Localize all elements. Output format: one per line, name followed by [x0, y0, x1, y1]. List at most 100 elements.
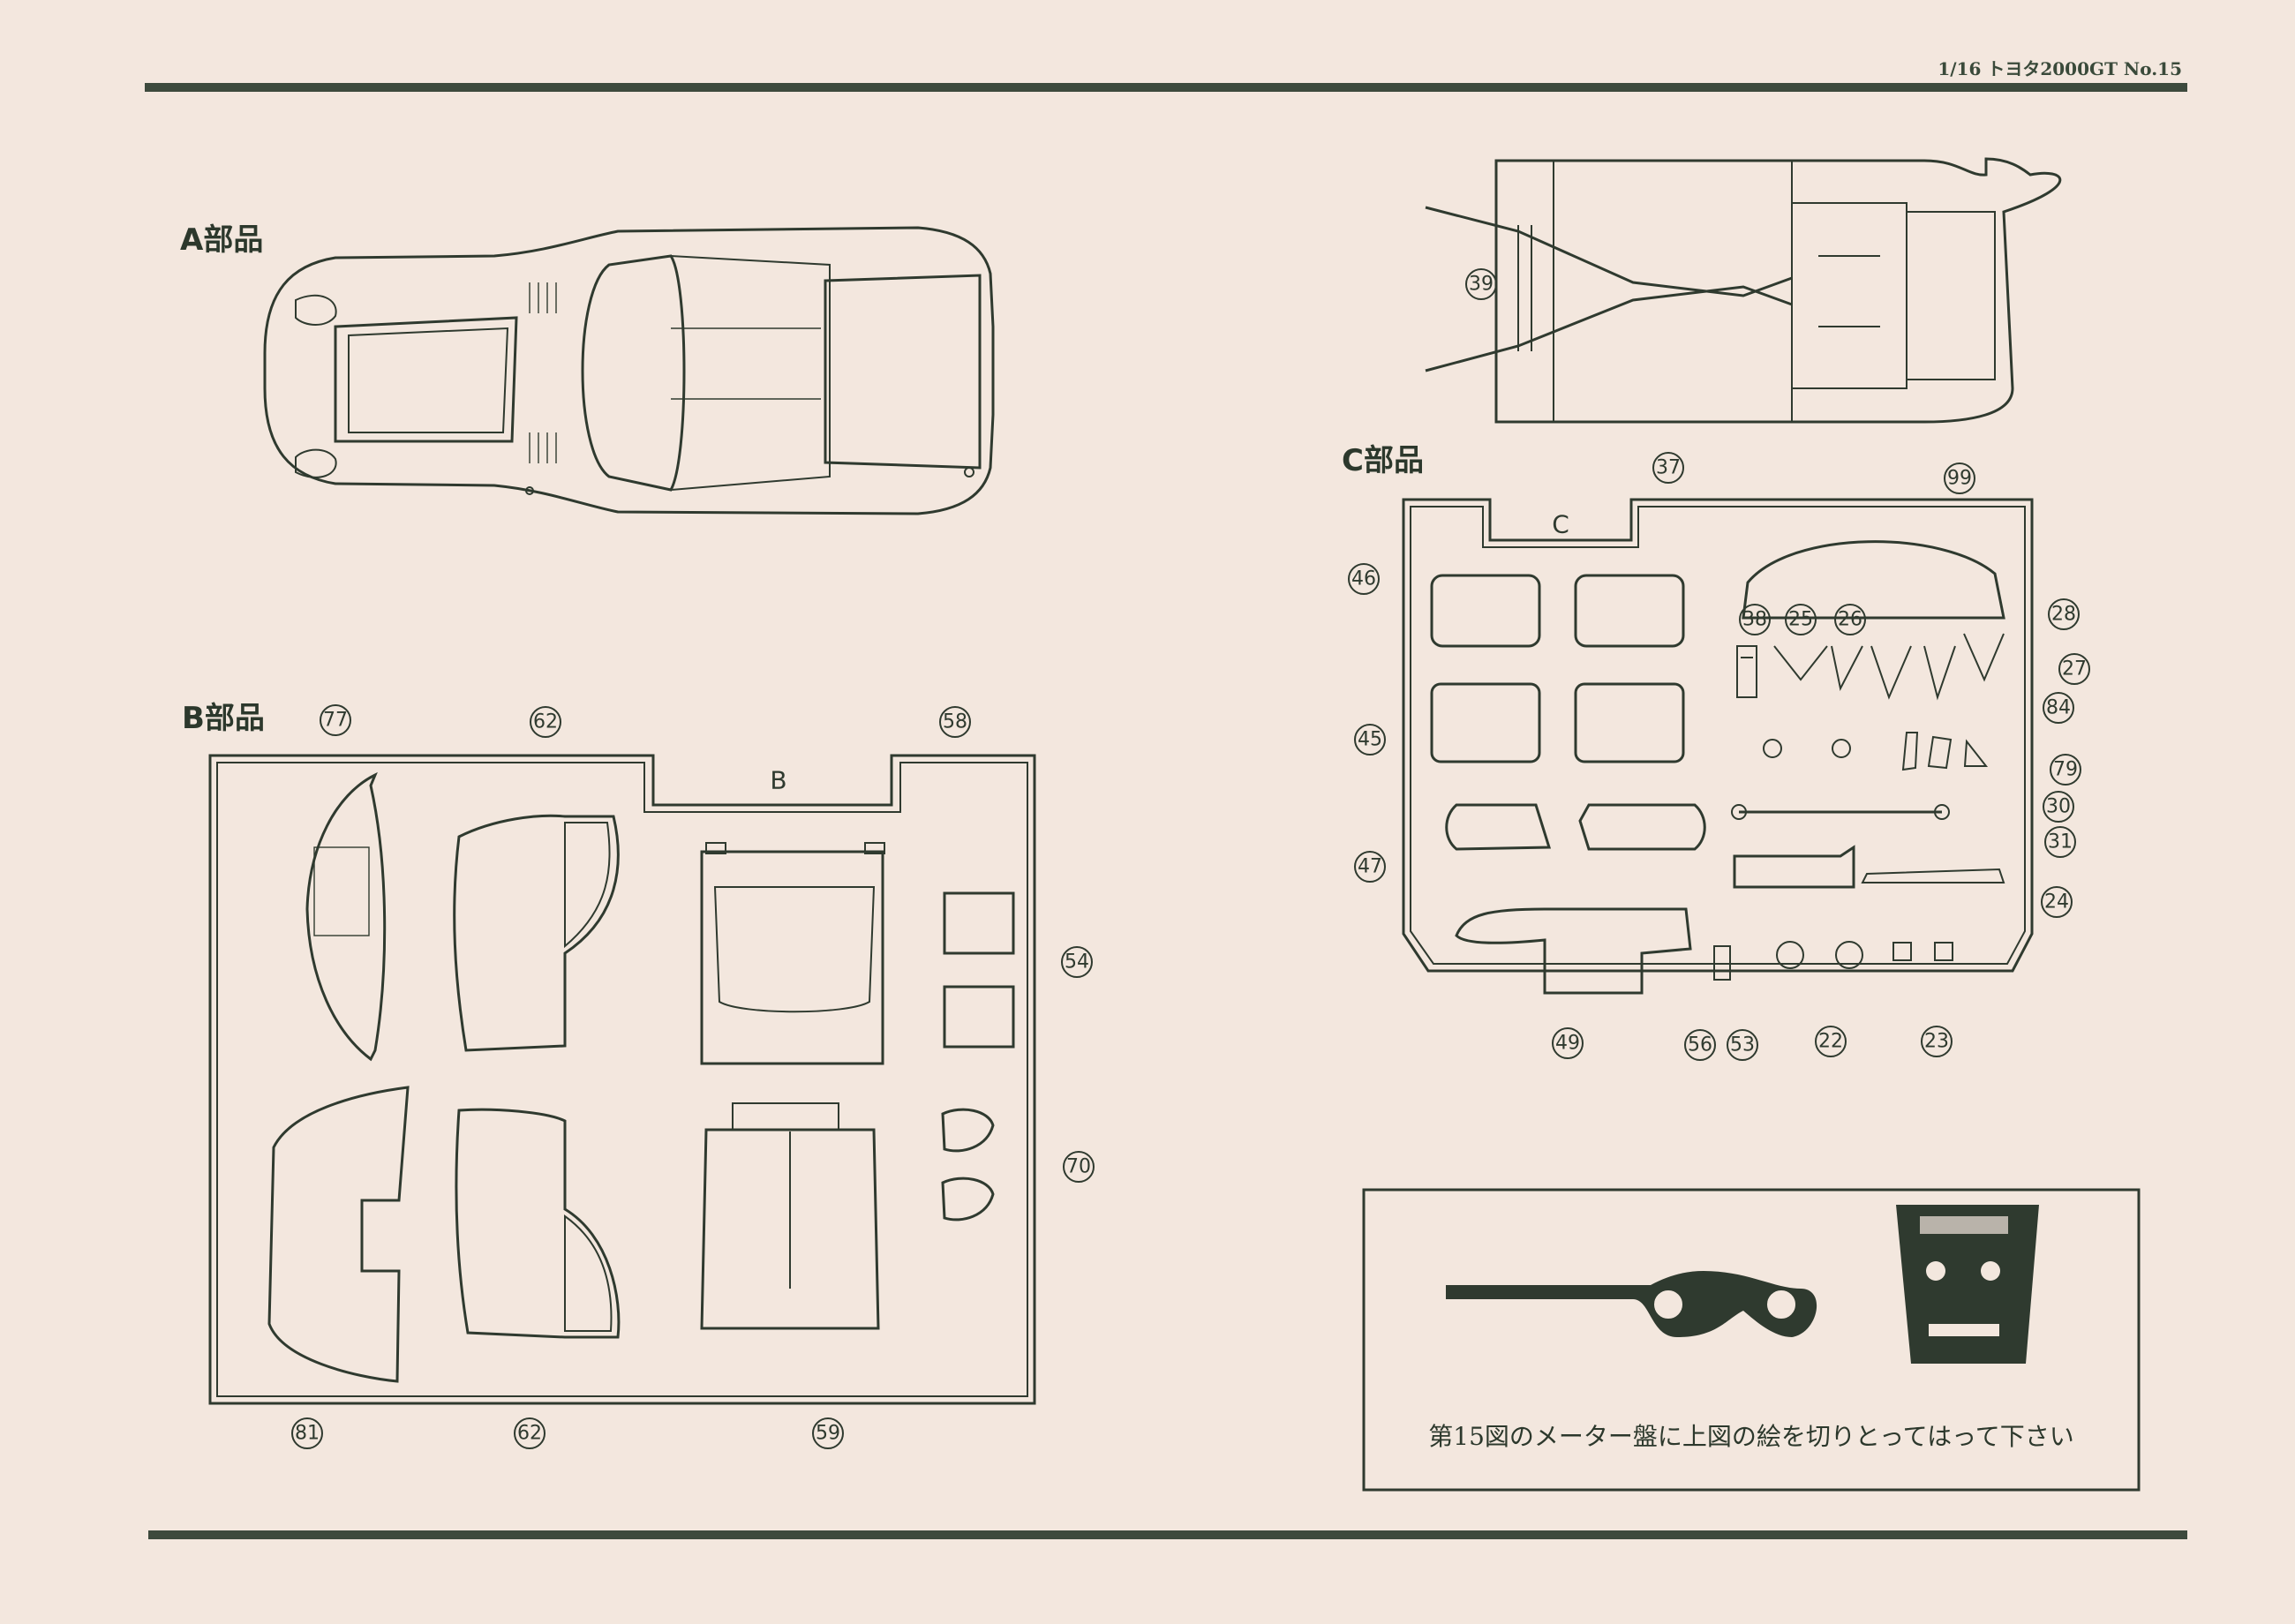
- meter-instruction-caption: 第15図のメーター盤に上図の絵を切りとってはって下さい: [1428, 1422, 2074, 1451]
- part-number-b-62: 62: [530, 706, 561, 738]
- part-number-b-58: 58: [939, 706, 971, 738]
- meter-strip: [1446, 1271, 1817, 1337]
- part-54-plate-b: [943, 985, 1015, 1049]
- part-46-grille-b: [1574, 574, 1685, 648]
- bottom-rule: [148, 1530, 2187, 1539]
- part-number-c-26: 26: [1834, 604, 1866, 635]
- car-body-top-view: [263, 226, 995, 515]
- part-number-c-23: 23: [1921, 1026, 1953, 1057]
- part-26-b: [1870, 645, 1912, 700]
- part-number-text: 30: [2046, 796, 2071, 818]
- part-number-text: 22: [1818, 1031, 1843, 1053]
- part-53-console: [1733, 845, 1855, 889]
- part-number-c-22: 22: [1815, 1026, 1847, 1057]
- part-23-b: [1934, 942, 1953, 961]
- part-28: [1963, 633, 2005, 682]
- part-number-c-99: 99: [1944, 462, 1975, 494]
- part-number-b-70: 70: [1063, 1151, 1095, 1183]
- part-70-lamp-a: [941, 1108, 995, 1153]
- part-number-text: 26: [1838, 609, 1862, 631]
- part-number-text: 49: [1555, 1033, 1580, 1055]
- part-81-rear: [267, 1086, 410, 1383]
- part-number-text: 47: [1358, 856, 1382, 878]
- part-number-text: 28: [2051, 604, 2076, 626]
- c-tray-mark: C: [1552, 510, 1569, 539]
- part-number-text: 84: [2046, 697, 2071, 719]
- part-number-text: 58: [943, 711, 967, 733]
- part-number-text: 99: [1947, 468, 1972, 490]
- part-number-text: 23: [1924, 1031, 1949, 1053]
- top-rule: [145, 83, 2187, 92]
- page-header: 1/16 トヨタ2000GT No.15: [1938, 58, 2182, 79]
- part-number-c-53: 53: [1727, 1029, 1758, 1061]
- part-number-text: 53: [1730, 1034, 1755, 1056]
- part-77-nose: [305, 771, 387, 1062]
- part-26-a: [1831, 645, 1863, 691]
- part-number-c-46: 46: [1348, 563, 1380, 595]
- instrument-panel-box: [1362, 1188, 2141, 1492]
- part-number-c-38: 38: [1739, 604, 1771, 635]
- b-parts-tray: [208, 754, 1036, 1405]
- part-number-labels: 77 62 58 54 70 81 62 59 37 99 46 38 25 26 28 27 84 45 79 30…: [291, 274, 2090, 1449]
- part-number-c-47: 47: [1354, 851, 1386, 883]
- part-number-text: 79: [2053, 759, 2078, 781]
- part-number-c-49: 49: [1552, 1027, 1584, 1059]
- section-c-label: C部品: [1342, 443, 1424, 478]
- part-99-dash-top: [1742, 540, 2005, 620]
- part-62-door-top: [453, 814, 620, 1052]
- part-58-hood: [700, 850, 884, 1065]
- part-number-c-27: 27: [2058, 653, 2090, 685]
- part-number-c-31: 31: [2044, 826, 2076, 858]
- b-tray-mark: B: [770, 766, 786, 795]
- part-number-text: 39: [1469, 274, 1494, 296]
- part-45-grille-a: [1430, 682, 1541, 763]
- chassis-frame-drawing: [1425, 157, 2062, 424]
- part-number-text: 24: [2044, 891, 2069, 914]
- part-number-c-79: 79: [2050, 754, 2081, 786]
- part-47-bumper-a: [1445, 803, 1552, 851]
- part-70-lamp-b: [941, 1177, 995, 1222]
- part-number-c-28: 28: [2048, 598, 2080, 630]
- part-number-text: 81: [295, 1423, 320, 1445]
- part-number-b-54: 54: [1061, 946, 1093, 978]
- part-number-b-77: 77: [320, 704, 351, 736]
- part-45-grille-b: [1574, 682, 1685, 763]
- part-number-b-62: 62: [514, 1417, 546, 1449]
- part-number-text: 59: [816, 1423, 840, 1445]
- part-number-text: 38: [1742, 609, 1767, 631]
- vent-left: [529, 282, 557, 463]
- part-22-b: [1835, 941, 1863, 969]
- part-number-text: 54: [1065, 951, 1089, 974]
- part-number-c-45: 45: [1354, 724, 1386, 756]
- part-23-a: [1892, 942, 1912, 961]
- part-number-text: 46: [1351, 568, 1376, 590]
- part-47-bumper-b: [1578, 803, 1706, 851]
- part-49-dashboard: [1455, 907, 1692, 995]
- part-number-c-24: 24: [2041, 886, 2073, 918]
- part-number-b-59: 59: [812, 1417, 844, 1449]
- part-62-door-bottom: [455, 1108, 621, 1339]
- part-number-c-37: 37: [1652, 452, 1684, 484]
- part-number-text: 62: [517, 1423, 542, 1445]
- part-56: [1713, 945, 1731, 981]
- part-number-c-84: 84: [2043, 692, 2074, 724]
- part-number-c-56: 56: [1684, 1029, 1716, 1061]
- section-a-label: A部品: [180, 222, 264, 258]
- part-46-grille-a: [1430, 574, 1541, 648]
- part-number-text: 27: [2062, 658, 2087, 680]
- part-22-a: [1776, 941, 1804, 969]
- part-number-b-81: 81: [291, 1417, 323, 1449]
- part-number-text: 31: [2048, 831, 2073, 853]
- part-27: [1923, 645, 1956, 701]
- c-parts-tray: [1402, 498, 2034, 995]
- part-number-text: 37: [1656, 457, 1681, 479]
- part-number-text: 45: [1358, 729, 1382, 751]
- part-25: [1773, 645, 1828, 681]
- part-number-c-30: 30: [2043, 791, 2074, 823]
- section-b-label: B部品: [182, 701, 265, 736]
- part-number-text: 70: [1066, 1156, 1091, 1178]
- part-number-c-25: 25: [1785, 604, 1817, 635]
- part-38: [1736, 645, 1757, 698]
- part-number-text: 56: [1688, 1034, 1712, 1056]
